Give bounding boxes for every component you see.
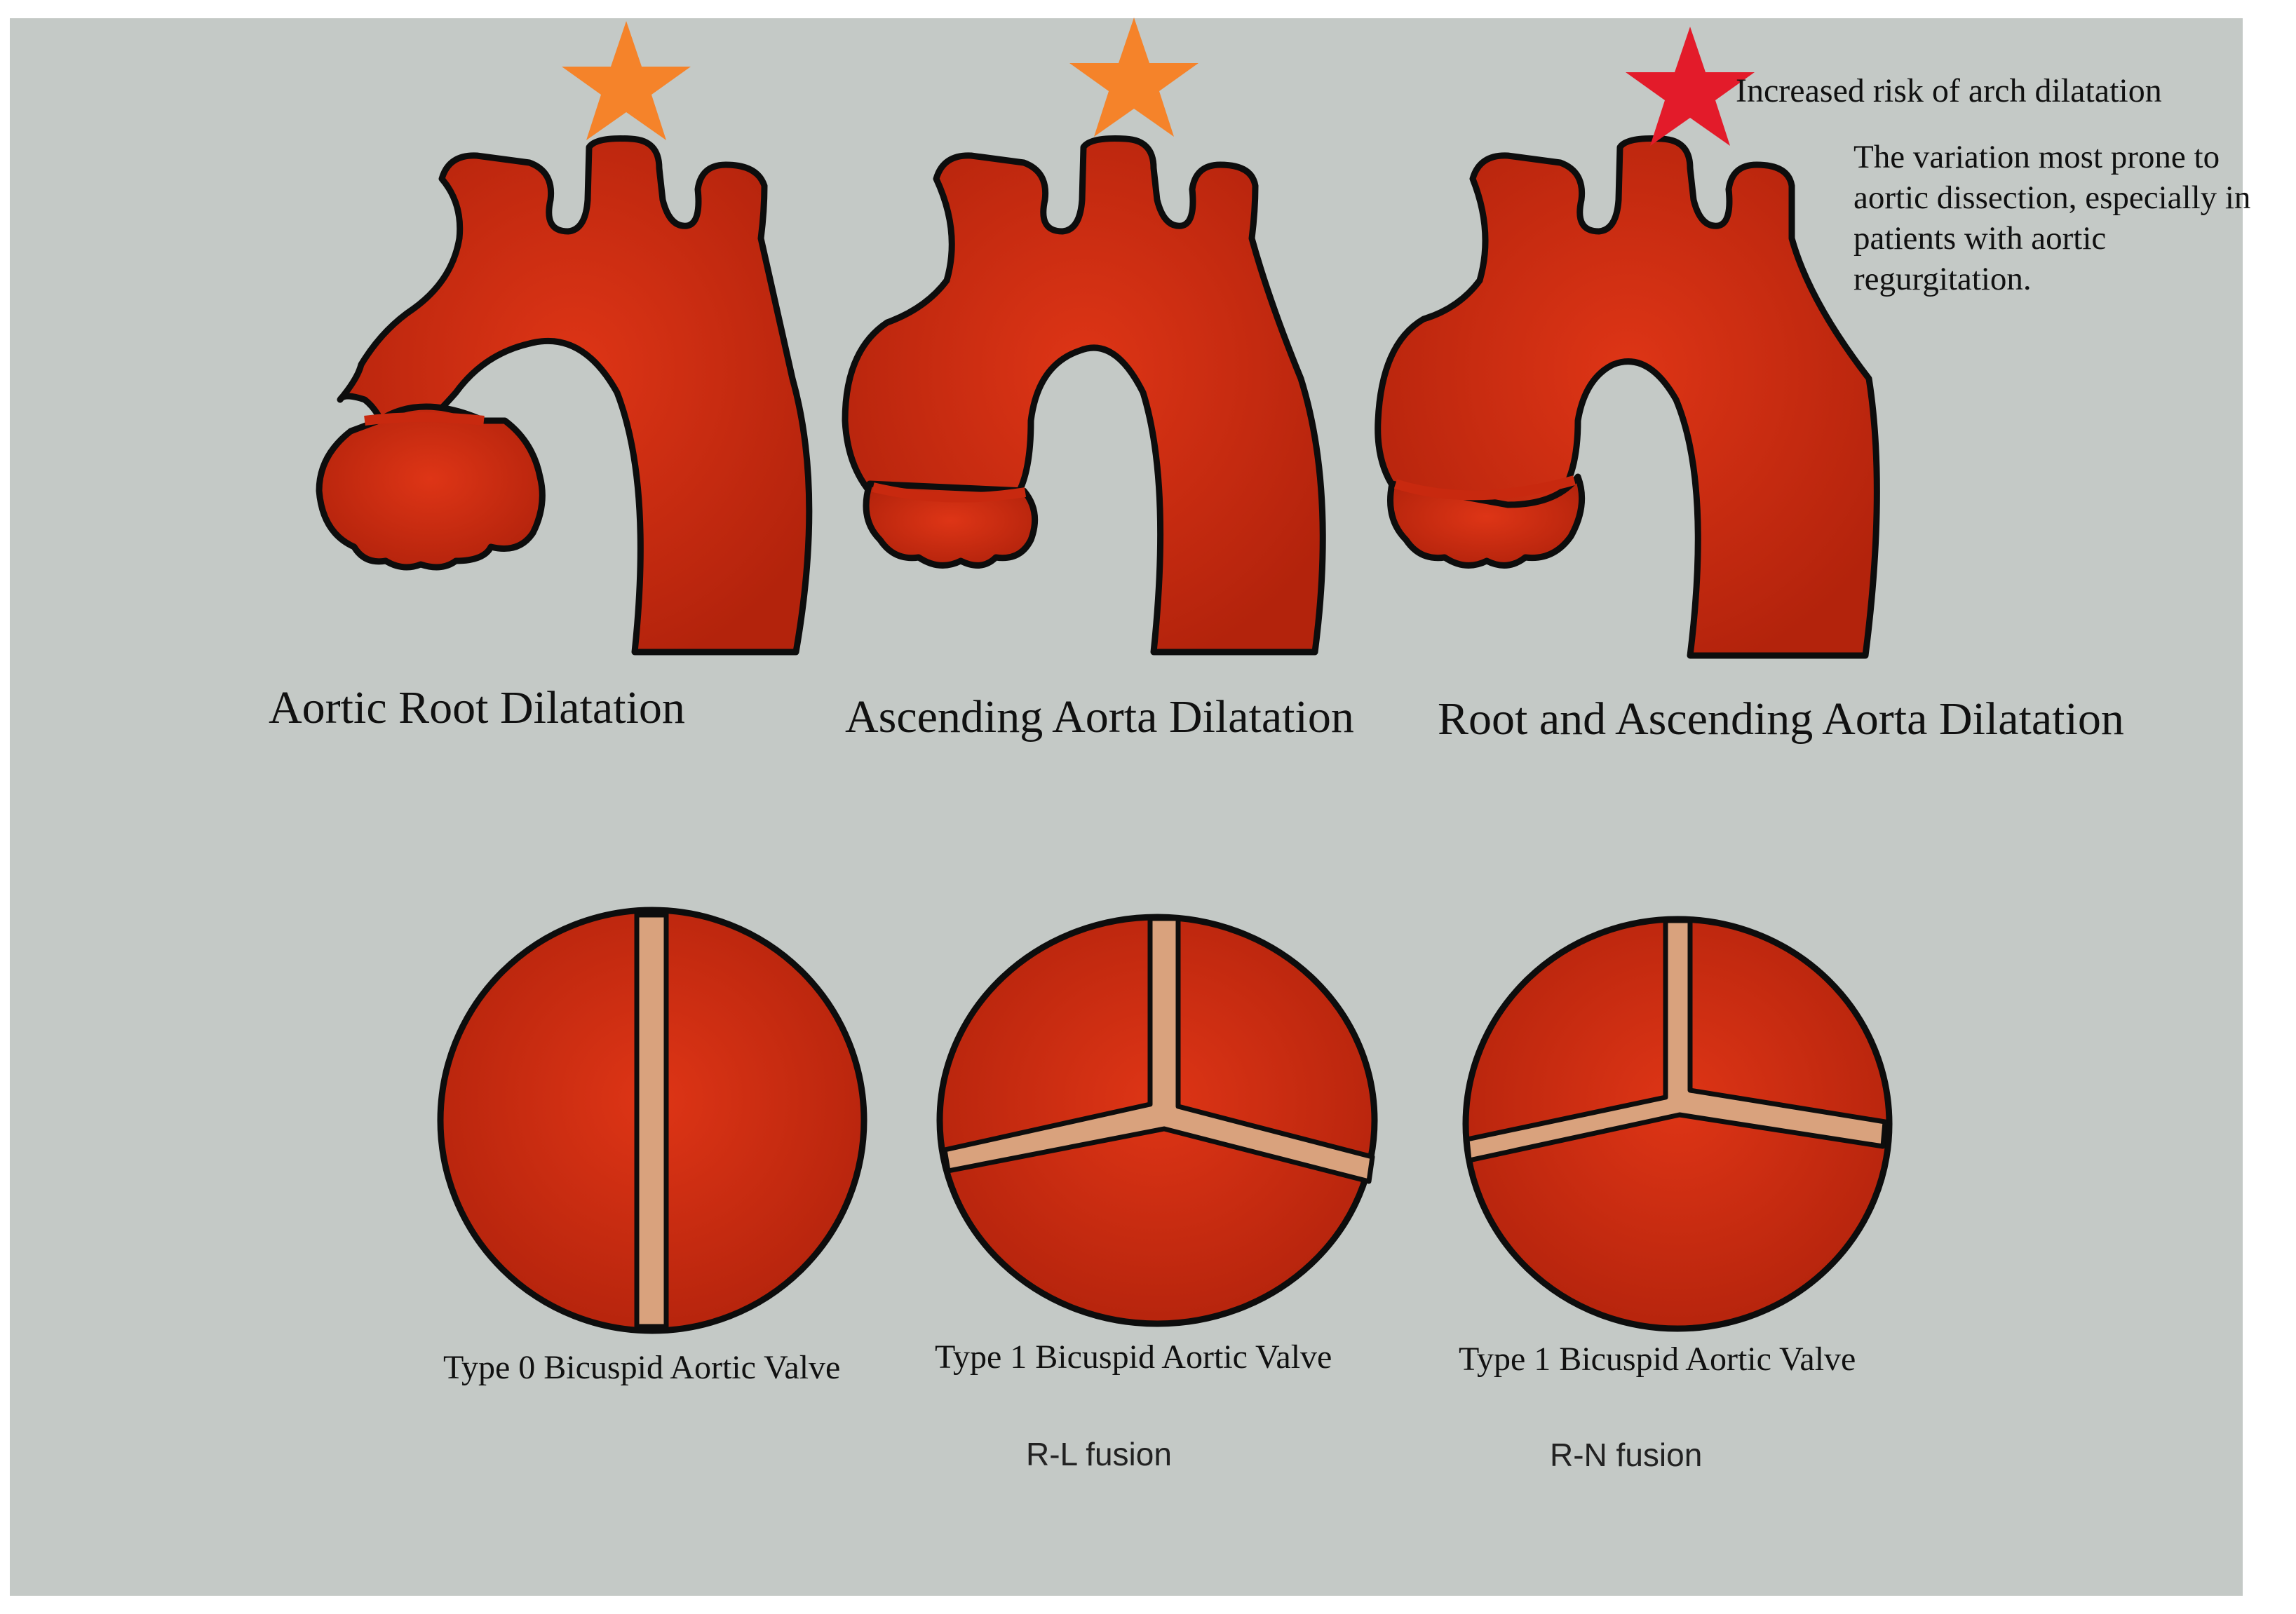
star-icon — [1069, 18, 1198, 137]
aorta-label-ascending: Ascending Aorta Dilatation — [845, 691, 1354, 742]
valve-type-1-rl — [936, 914, 1378, 1327]
fusion-label-rl: R-L fusion — [1026, 1436, 1172, 1472]
valve-label-type-1-rl: Type 1 Bicuspid Aortic Valve — [935, 1338, 1332, 1376]
aorta-label-root: Aortic Root Dilatation — [269, 682, 685, 733]
high-risk-star-icon — [1626, 27, 1755, 146]
aorta-root-and-ascending-dilatation — [1375, 135, 1880, 659]
fusion-label-rn: R-N fusion — [1550, 1437, 1703, 1473]
valve-label-type-0: Type 0 Bicuspid Aortic Valve — [443, 1349, 841, 1386]
valve-label-type-1-rn: Type 1 Bicuspid Aortic Valve — [1459, 1341, 1856, 1378]
arch-risk-note: Increased risk of arch dilatation — [1736, 72, 2162, 109]
aorta-root-dilatation — [316, 135, 813, 656]
aorta-ascending-dilatation — [842, 135, 1326, 656]
valve-type-1-rn — [1462, 916, 1893, 1332]
dissection-note: The variation most prone to aortic disse… — [1853, 139, 2251, 297]
valve-type-0 — [437, 907, 867, 1334]
aorta-label-root-and-ascending: Root and Ascending Aorta Dilatation — [1438, 693, 2124, 745]
star-icon — [562, 21, 691, 140]
